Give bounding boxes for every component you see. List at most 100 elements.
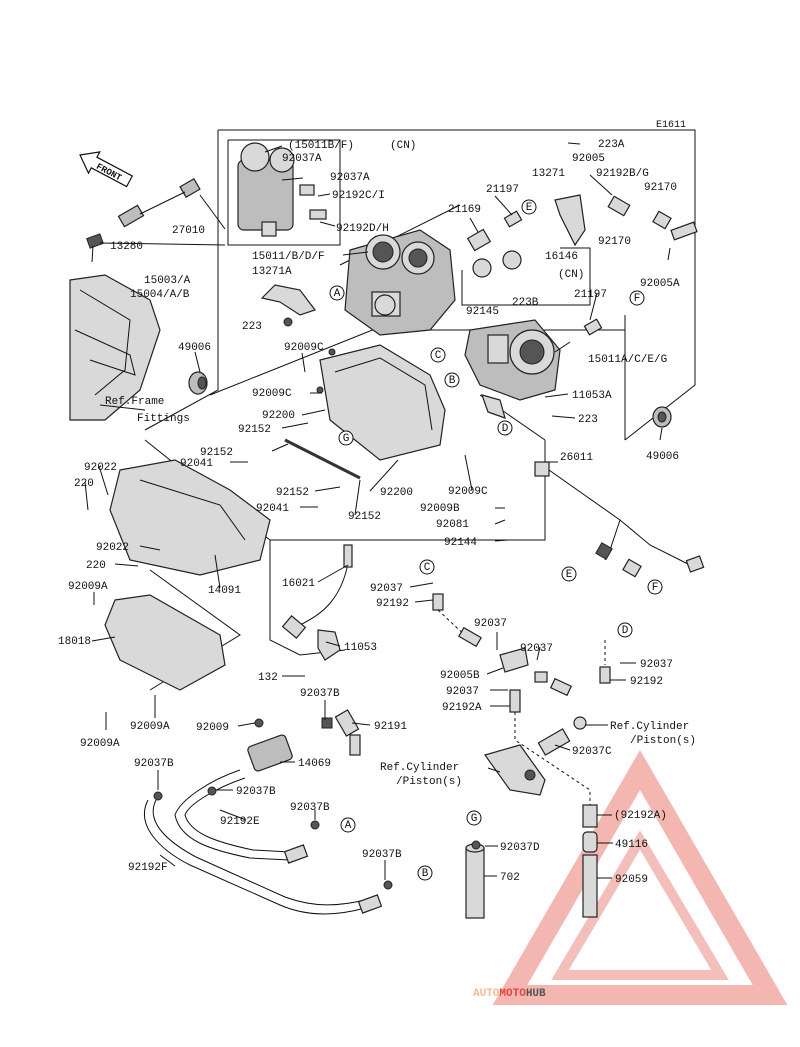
label-92037-c: 92037 xyxy=(520,643,553,655)
bracket-part xyxy=(260,284,316,327)
label-92192a-paren: (92192A) xyxy=(614,810,667,822)
callout-b-1: B xyxy=(444,372,460,388)
label-92009a-b: 92009A xyxy=(130,721,170,733)
label-92200-b: 92200 xyxy=(380,487,413,499)
svg-text:A: A xyxy=(334,288,341,300)
callout-e-1: E xyxy=(521,199,537,215)
callout-b-2: B xyxy=(417,865,433,881)
label-ref-frame-2: Fittings xyxy=(137,413,190,425)
label-16021: 16021 xyxy=(282,578,315,590)
label-ref-cylinder-1b: /Piston(s) xyxy=(630,735,696,747)
label-92191: 92191 xyxy=(374,721,407,733)
cable-part xyxy=(281,544,353,661)
filter-part xyxy=(582,804,598,918)
label-49006-a: 49006 xyxy=(178,342,211,354)
label-92192ci: 92192C/I xyxy=(332,190,385,202)
label-92037a-a: 92037A xyxy=(282,153,322,165)
label-92009b: 92009B xyxy=(420,503,460,515)
label-21197-a: 21197 xyxy=(486,184,519,196)
label-15011bdf: 15011/B/D/F xyxy=(252,251,325,263)
label-15003a: 15003/A xyxy=(144,275,191,287)
label-223b: 223B xyxy=(512,297,539,309)
label-92037a-b: 92037A xyxy=(330,172,370,184)
label-18018: 18018 xyxy=(58,636,91,648)
tube-part xyxy=(465,840,485,919)
label-15011aceg: 15011A/C/E/G xyxy=(588,354,667,366)
label-27010: 27010 xyxy=(172,225,205,237)
label-92022-b: 92022 xyxy=(96,542,129,554)
callout-g-2: G xyxy=(466,810,482,826)
svg-text:B: B xyxy=(422,868,429,880)
label-16146: 16146 xyxy=(545,251,578,263)
svg-text:C: C xyxy=(435,350,442,362)
label-92037c: 92037C xyxy=(572,746,612,758)
label-14091: 14091 xyxy=(208,585,241,597)
callout-d-1: D xyxy=(497,420,513,436)
callout-c-2: C xyxy=(419,559,435,575)
label-92152-d: 92152 xyxy=(348,511,381,523)
label-21197-b: 21197 xyxy=(574,289,607,301)
label-49116: 49116 xyxy=(615,839,648,851)
label-92037-e: 92037 xyxy=(446,686,479,698)
label-92152-b: 92152 xyxy=(200,447,233,459)
label-92200-a: 92200 xyxy=(262,410,295,422)
label-92170-a: 92170 xyxy=(644,182,677,194)
svg-text:F: F xyxy=(652,582,659,594)
linkage-part xyxy=(466,194,698,336)
label-92170-b: 92170 xyxy=(598,236,631,248)
label-92037-d: 92037 xyxy=(640,659,673,671)
label-13271: 13271 xyxy=(532,168,565,180)
label-ref-cylinder-2a: Ref.Cylinder xyxy=(380,762,459,774)
label-702: 702 xyxy=(500,872,520,884)
callout-e-2: E xyxy=(561,566,577,582)
label-92009a-c: 92009A xyxy=(80,738,120,750)
svg-text:G: G xyxy=(471,813,478,825)
label-92192bg: 92192B/G xyxy=(596,168,649,180)
lower-hose-part xyxy=(143,769,393,915)
lower-cover-part xyxy=(104,594,226,691)
figure-code: E1611 xyxy=(656,120,686,131)
label-92152-c: 92152 xyxy=(276,487,309,499)
side-cover-part xyxy=(109,459,271,576)
svg-text:A: A xyxy=(345,820,352,832)
rubber-mount-part xyxy=(188,371,208,395)
label-ref-cylinder-2b: /Piston(s) xyxy=(396,776,462,788)
label-92081: 92081 xyxy=(436,519,469,531)
label-92009a-a: 92009A xyxy=(68,581,108,593)
label-92041-a: 92041 xyxy=(180,458,213,470)
callout-a-1: A xyxy=(329,285,345,301)
wire-harness-part xyxy=(534,461,705,578)
label-21169: 21169 xyxy=(448,204,481,216)
label-92005a: 92005A xyxy=(640,278,680,290)
label-92005: 92005 xyxy=(572,153,605,165)
label-49006-b: 49006 xyxy=(646,451,679,463)
watermark-logo xyxy=(492,750,788,1005)
label-92192e: 92192E xyxy=(220,816,260,828)
frame-fitting-part xyxy=(69,274,161,421)
label-92009c-a: 92009C xyxy=(284,342,324,354)
label-223-a: 223 xyxy=(242,321,262,333)
carburetor-main-part xyxy=(344,229,456,336)
label-92192-b: 92192 xyxy=(630,676,663,688)
watermark-part1: AUTO xyxy=(473,988,500,1000)
callout-f-1: F xyxy=(629,290,645,306)
callout-f-2: F xyxy=(647,579,663,595)
callout-d-2: D xyxy=(617,622,633,638)
label-92192dh: 92192D/H xyxy=(336,223,389,235)
label-92037-a: 92037 xyxy=(370,583,403,595)
label-92037b-c: 92037B xyxy=(236,786,276,798)
rod-part xyxy=(284,438,361,480)
watermark-part3: HUB xyxy=(526,988,546,1000)
label-220-b: 220 xyxy=(86,560,106,572)
label-26011: 26011 xyxy=(560,452,593,464)
label-92152-a: 92152 xyxy=(238,424,271,436)
label-223-b: 223 xyxy=(578,414,598,426)
label-92037-b: 92037 xyxy=(474,618,507,630)
svg-text:C: C xyxy=(424,562,431,574)
label-ref-frame-1: Ref.Frame xyxy=(105,396,164,408)
label-223a: 223A xyxy=(598,139,625,151)
cylinder-ref-part xyxy=(484,744,546,796)
callout-g-1: G xyxy=(338,430,354,446)
label-92009: 92009 xyxy=(196,722,229,734)
